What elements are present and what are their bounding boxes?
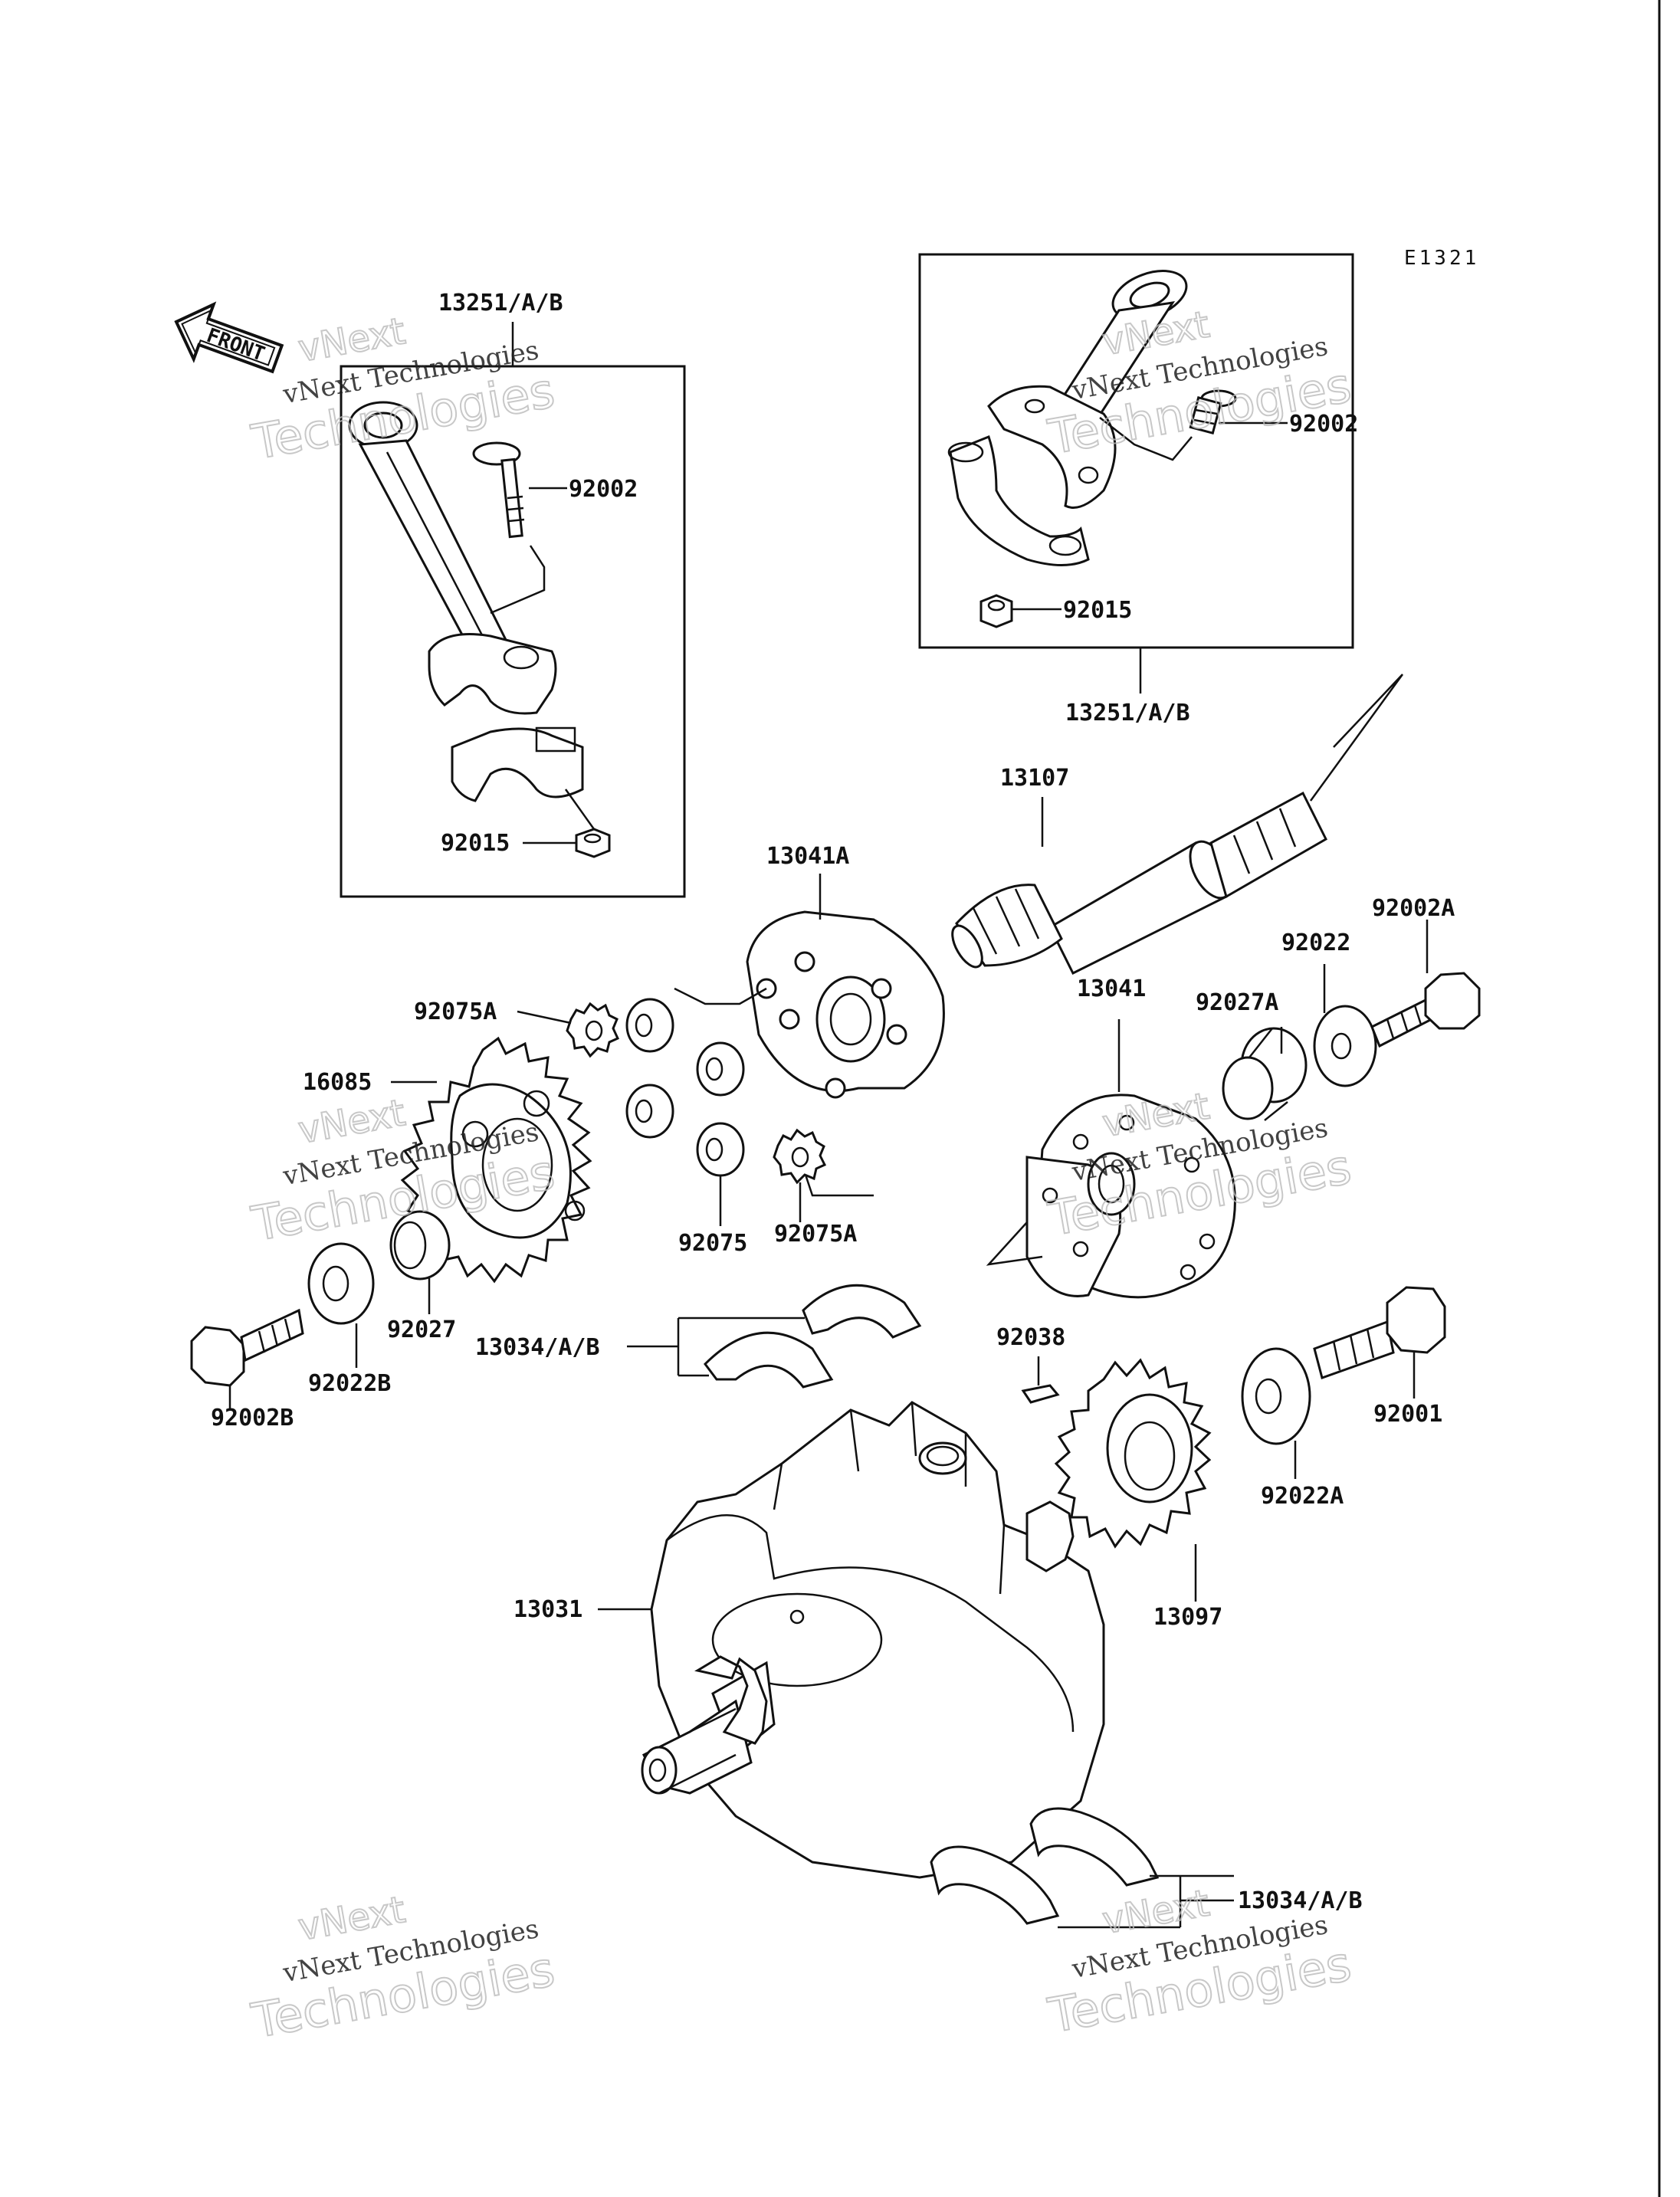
rod-cap-right xyxy=(947,435,1090,566)
leader-92075A-top xyxy=(517,1010,572,1025)
nut-92015-left xyxy=(575,828,611,858)
crankshaft-13031 xyxy=(641,1401,1105,1879)
shaft-axis-line xyxy=(1309,674,1404,802)
label-92075: 92075 xyxy=(678,1230,747,1257)
label-92027: 92027 xyxy=(387,1317,456,1343)
hub-axis-line xyxy=(986,1221,1043,1266)
label-13041A: 13041A xyxy=(766,843,849,870)
label-13034-top: 13034/A/B xyxy=(475,1334,600,1361)
leader-13034-bottom xyxy=(1058,1874,1234,1929)
label-92002-right: 92002 xyxy=(1289,411,1358,438)
damper-92075-group xyxy=(625,998,745,1177)
spacer-92027 xyxy=(389,1210,451,1280)
label-92022A: 92022A xyxy=(1261,1483,1344,1510)
bolt-92002-right xyxy=(1189,389,1237,435)
bolt-92002A xyxy=(1370,972,1481,1048)
spacer-92027A xyxy=(1222,1027,1308,1121)
damper-hub-13041 xyxy=(1025,1094,1236,1299)
label-92038: 92038 xyxy=(996,1324,1065,1351)
conrod-box-right xyxy=(918,253,1354,649)
label-92015-right: 92015 xyxy=(1063,597,1132,624)
leader-92002-right-assembly xyxy=(1099,417,1193,461)
front-arrow-icon: FRONT xyxy=(174,301,284,374)
gear-16085 xyxy=(400,1036,592,1284)
label-92075A-bottom: 92075A xyxy=(774,1221,857,1248)
label-92022B: 92022B xyxy=(308,1370,391,1397)
gear-92075A-bottom xyxy=(773,1128,827,1185)
bearing-13034-bottom xyxy=(930,1807,1160,1925)
label-13107: 13107 xyxy=(1000,765,1069,792)
leader-92002-left-assembly xyxy=(490,545,546,615)
label-13031: 13031 xyxy=(514,1596,582,1623)
label-92075A-top: 92075A xyxy=(414,998,497,1025)
label-13097: 13097 xyxy=(1153,1604,1222,1631)
nut-92015-right xyxy=(979,594,1013,628)
label-13034-bottom: 13034/A/B xyxy=(1238,1887,1363,1914)
bolt-92001 xyxy=(1313,1286,1446,1379)
connecting-rod-right xyxy=(987,270,1188,509)
label-92001: 92001 xyxy=(1373,1401,1442,1428)
damper-housing-13041A xyxy=(746,910,945,1099)
label-92015-left: 92015 xyxy=(441,830,510,857)
bearing-13034-top xyxy=(704,1284,922,1389)
rod-cap-left xyxy=(451,726,584,802)
leader-92015-left-2 xyxy=(564,789,596,830)
bolt-92002-left xyxy=(472,441,525,539)
label-92002-left: 92002 xyxy=(569,476,638,503)
washer-92022A xyxy=(1241,1347,1311,1445)
leader-assembly-13041A xyxy=(674,987,767,1005)
leader-assembly-13041A-2 xyxy=(803,1172,874,1197)
diagram-code: E1321 xyxy=(1404,247,1479,270)
shaft-13107 xyxy=(951,791,1327,976)
label-13041: 13041 xyxy=(1077,976,1146,1002)
washer-92022 xyxy=(1313,1005,1377,1087)
label-92002B: 92002B xyxy=(211,1405,294,1431)
washer-92022B xyxy=(307,1242,375,1325)
label-92002A: 92002A xyxy=(1372,895,1455,922)
bolt-92002B xyxy=(190,1308,304,1387)
label-13251-right: 13251/A/B xyxy=(1065,700,1190,726)
watermark-5: vNext vNext Technologies Technologies xyxy=(247,1887,559,2050)
key-92038 xyxy=(1021,1384,1060,1404)
leader-13034-top xyxy=(627,1317,805,1377)
gear-13097 xyxy=(1054,1358,1212,1549)
gear-92075A-top xyxy=(566,1002,619,1058)
label-92027A: 92027A xyxy=(1196,989,1278,1016)
connecting-rod-left xyxy=(348,401,557,715)
label-92022: 92022 xyxy=(1281,930,1350,956)
label-16085: 16085 xyxy=(303,1069,372,1096)
label-13251-left: 13251/A/B xyxy=(438,290,563,316)
